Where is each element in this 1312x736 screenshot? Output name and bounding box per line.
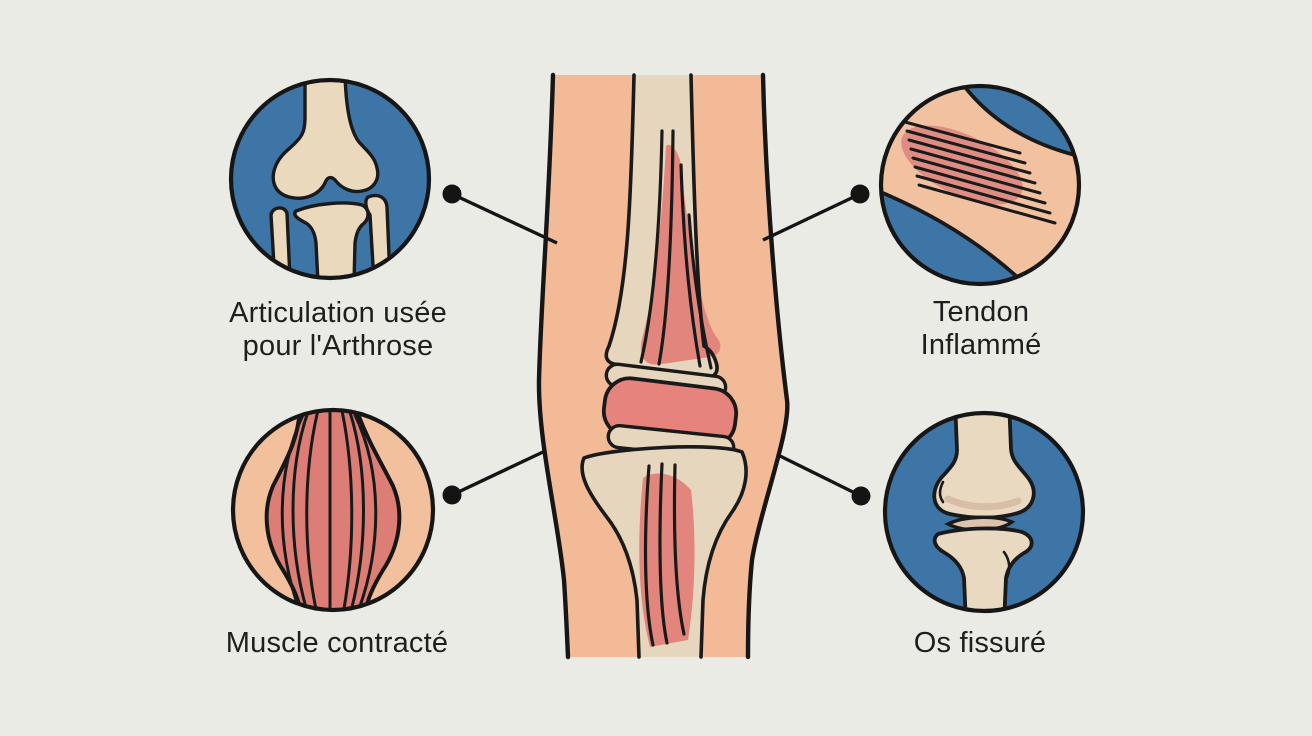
- leg-outline-left: [536, 72, 571, 660]
- inflamed-tendon-icon: [878, 83, 1082, 287]
- tibia-outline: [580, 445, 748, 659]
- label-line: pour l'Arthrose: [242, 330, 434, 362]
- label-os: Os fissuré: [820, 627, 1140, 660]
- shin-muscle-red: [639, 473, 695, 647]
- label-line: Os fissuré: [913, 627, 1047, 659]
- connector-tendon: [762, 184, 870, 242]
- connectors: [442, 184, 871, 506]
- connector-dot: [851, 486, 871, 506]
- tendon-fiber-lines: [903, 120, 1057, 225]
- connector-dot: [442, 184, 462, 204]
- label-line: Muscle contracté: [225, 627, 449, 659]
- connector-dot: [442, 485, 462, 505]
- condyle-accent: [938, 480, 945, 504]
- shin-tendon-fibers: [643, 462, 686, 647]
- label-tendon: Tendon Inflammé: [821, 296, 1141, 362]
- connector-muscle: [442, 450, 544, 505]
- knee-leg-illustration: [536, 72, 790, 660]
- label-muscle: Muscle contracté: [177, 627, 497, 660]
- tibia-bone: [293, 201, 370, 276]
- label-arthrose: Articulation usée pour l'Arthrose: [178, 297, 498, 363]
- label-line: Articulation usée: [229, 297, 447, 329]
- label-line: Inflammé: [920, 329, 1042, 361]
- connector-arthrose: [442, 184, 558, 245]
- contracted-muscle-icon: [230, 407, 436, 613]
- leg-outline-right: [745, 72, 790, 660]
- label-line: Tendon: [932, 296, 1030, 328]
- bone-fissure-line: [1002, 550, 1011, 582]
- femur-bone: [271, 82, 380, 200]
- worn-joint-icon: [228, 77, 432, 281]
- connector-dot: [850, 184, 870, 204]
- condyle-shading: [944, 495, 1022, 511]
- muscle-body: [264, 412, 402, 608]
- ligament-fragment: [269, 206, 292, 276]
- fissured-bone-icon: [882, 410, 1086, 614]
- connector-os: [777, 453, 871, 506]
- muscle-fiber-lines: [280, 412, 378, 608]
- lower-bone: [932, 526, 1034, 609]
